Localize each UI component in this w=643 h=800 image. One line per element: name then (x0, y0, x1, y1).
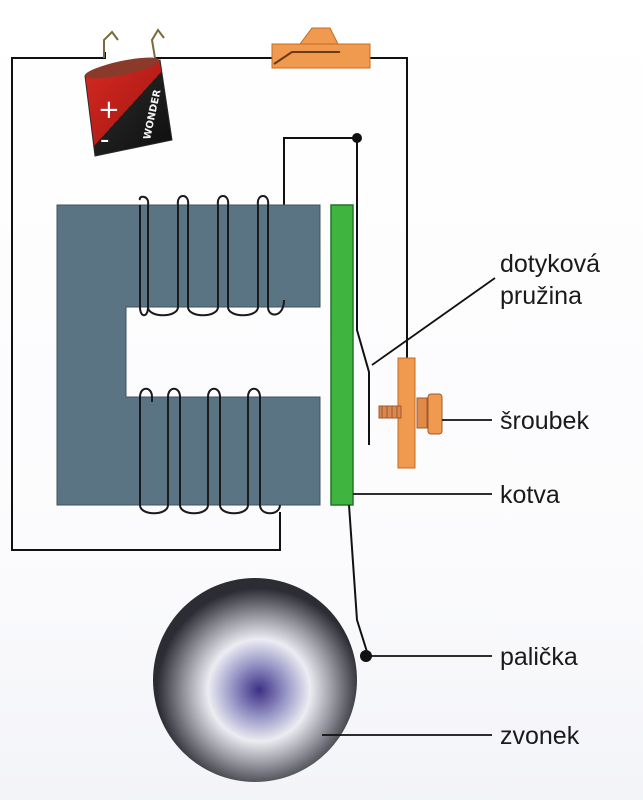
battery-lead-right (150, 28, 165, 59)
screw-head (427, 393, 443, 435)
right-wire (370, 57, 408, 364)
iron-core (56, 204, 321, 506)
contact-screw-assembly (378, 357, 443, 469)
leader-lines (322, 277, 496, 736)
contact-spring (356, 208, 370, 445)
label-contact-spring-1: dotyková (500, 250, 600, 278)
battery-lead-left (103, 30, 119, 58)
armature-pivot-dot (352, 133, 362, 143)
bell (153, 578, 357, 782)
hammer-ball (360, 650, 372, 662)
battery-plus: + (98, 95, 120, 125)
coil-top-lead (283, 137, 357, 210)
leader-spring (371, 277, 496, 366)
label-contact-spring-2: pružina (500, 282, 582, 310)
label-armature: kotva (500, 481, 560, 509)
battery: + - WONDER (84, 28, 173, 157)
screw-shaft (378, 405, 402, 419)
label-bell: zvonek (500, 722, 580, 750)
hammer-rod (348, 504, 369, 656)
top-switch (271, 27, 371, 69)
battery-minus: - (100, 125, 109, 155)
lower-coil (139, 387, 281, 515)
screw-nut (416, 397, 428, 429)
screw-thread (381, 406, 398, 418)
armature (330, 204, 354, 506)
upper-coil (138, 195, 285, 317)
label-hammer: palička (500, 643, 578, 671)
label-screw: šroubek (500, 407, 589, 435)
